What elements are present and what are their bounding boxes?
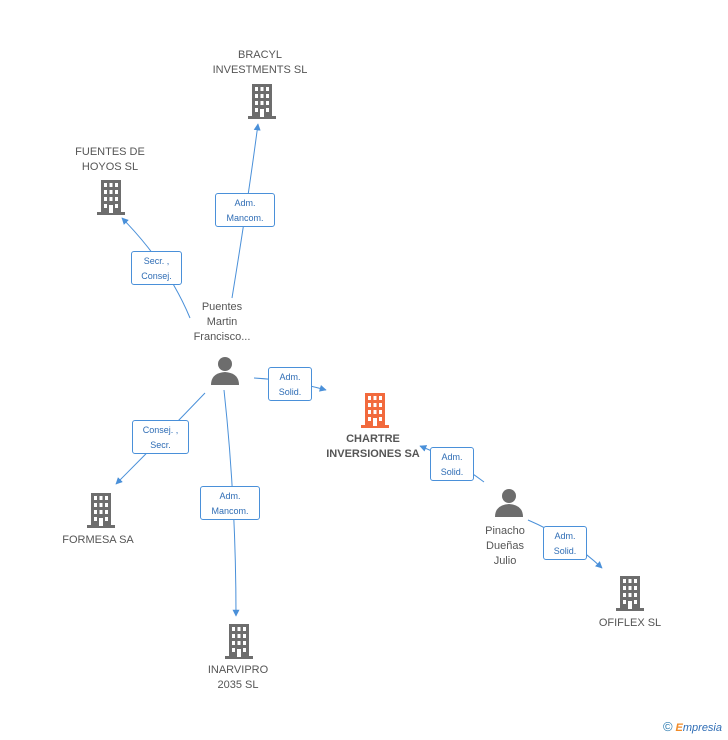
building-icon-highlighted[interactable] — [359, 393, 391, 429]
node-bracyl-label: BRACYL INVESTMENTS SL — [212, 49, 308, 76]
node-chartre[interactable]: CHARTRE INVERSIONES SA — [313, 432, 433, 462]
node-chartre-label: CHARTRE INVERSIONES SA — [326, 433, 420, 460]
node-puentes-label: Puentes Martin Francisco... — [193, 301, 251, 343]
footer-brand[interactable]: ©Empresia — [663, 719, 722, 734]
node-formesa[interactable]: FORMESA SA — [40, 533, 156, 548]
edge-badge-puentes-bracyl[interactable]: Adm. Mancom. — [215, 193, 275, 227]
node-fuentes-label: FUENTES DE HOYOS SL — [75, 146, 145, 173]
node-inarvipro[interactable]: INARVIPRO 2035 SL — [178, 663, 298, 693]
edge-badge-puentes-chartre[interactable]: Adm. Solid. — [268, 367, 312, 401]
edge-badge-pinacho-ofiflex[interactable]: Adm. Solid. — [543, 526, 587, 560]
node-puentes[interactable]: Puentes Martin Francisco... — [172, 300, 272, 345]
node-ofiflex[interactable]: OFIFLEX SL — [580, 616, 680, 631]
node-bracyl[interactable]: BRACYL INVESTMENTS SL — [200, 48, 320, 78]
building-icon[interactable] — [85, 493, 117, 529]
building-icon[interactable] — [246, 84, 278, 120]
edge-badge-puentes-fuentes[interactable]: Secr. , Consej. — [131, 251, 182, 285]
edge-badge-pinacho-chartre[interactable]: Adm. Solid. — [430, 447, 474, 481]
node-formesa-label: FORMESA SA — [62, 534, 134, 546]
building-icon[interactable] — [614, 576, 646, 612]
node-inarvipro-label: INARVIPRO 2035 SL — [207, 664, 269, 691]
edge-badge-puentes-formesa[interactable]: Consej. , Secr. — [132, 420, 189, 454]
node-pinacho-label: Pinacho Dueñas Julio — [485, 525, 525, 567]
building-icon[interactable] — [223, 624, 255, 660]
brand-logo-e: E — [675, 722, 683, 734]
brand-logo-text: mpresia — [682, 722, 722, 734]
person-icon[interactable] — [209, 356, 241, 386]
node-pinacho[interactable]: Pinacho Dueñas Julio — [455, 524, 555, 569]
person-icon[interactable] — [493, 488, 525, 518]
copyright-icon: © — [662, 719, 673, 734]
node-fuentes[interactable]: FUENTES DE HOYOS SL — [50, 145, 170, 175]
node-ofiflex-label: OFIFLEX SL — [598, 617, 662, 629]
building-icon[interactable] — [95, 180, 127, 216]
edge-badge-puentes-inarvipro[interactable]: Adm. Mancom. — [200, 486, 260, 520]
